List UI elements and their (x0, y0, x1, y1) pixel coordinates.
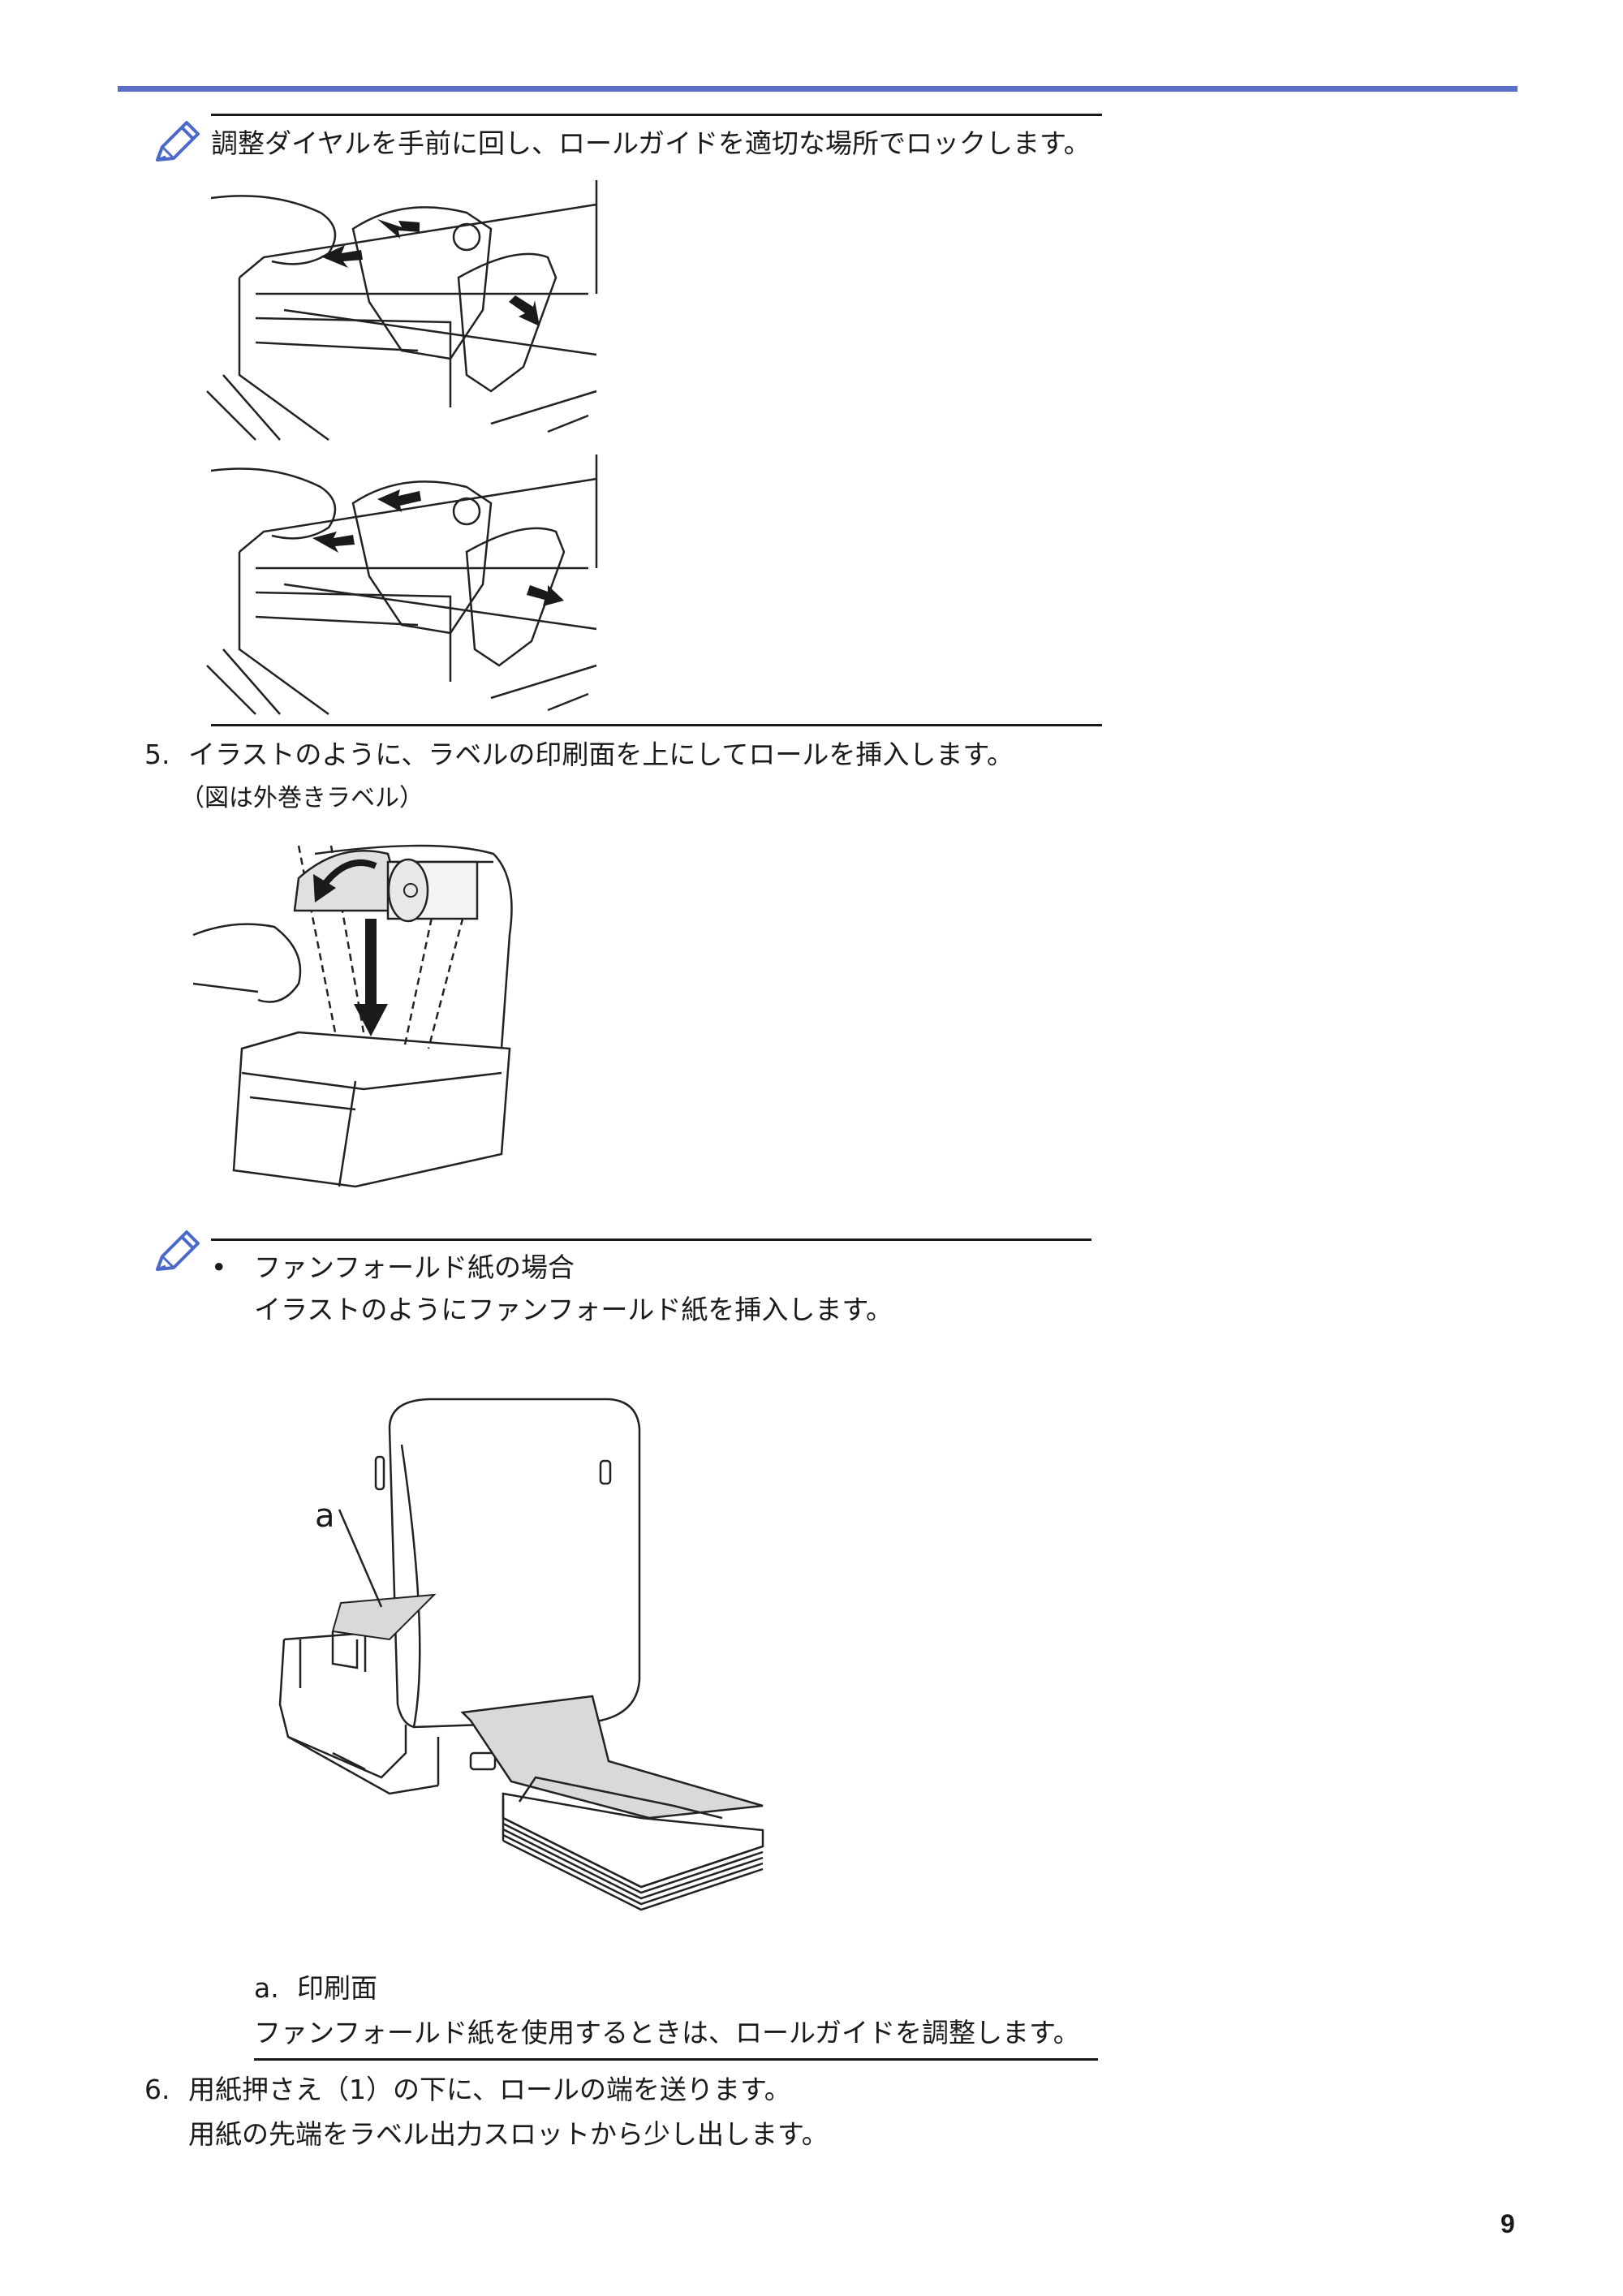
step-text: イラストのように、ラベルの印刷面を上にしてロールを挿入します。 (188, 739, 1014, 770)
pencil-icon (156, 1230, 200, 1271)
note-title: ファンフォールド紙の場合 (254, 1251, 575, 1283)
roll-guide-illustration-adjust (206, 454, 598, 716)
bullet: • (211, 1251, 227, 1283)
pencil-icon (156, 121, 200, 162)
header-rule (118, 86, 1518, 92)
step-text: 用紙の先端をラベル出力スロットから少し出します。 (188, 2118, 829, 2150)
step-text: 用紙押さえ（1）の下に、ロールの端を送ります。 (188, 2074, 791, 2105)
figure-label: a (315, 1497, 335, 1535)
note-rule (211, 1238, 1091, 1241)
legend-text: 印刷面 (297, 1972, 377, 2004)
step-number: 6. (144, 2074, 170, 2105)
step-number: 5. (144, 739, 170, 770)
fanfold-illustration (278, 1398, 764, 1911)
legend-marker: a. (254, 1972, 279, 2004)
note-text: イラストのようにファンフォールド紙を挿入します。 (254, 1294, 893, 1325)
page-number: 9 (1500, 2209, 1515, 2238)
note-rule (254, 2058, 1098, 2061)
note-rule (211, 114, 1102, 116)
figure-caption: （図は外巻きラベル） (180, 784, 424, 812)
note-text: 調整ダイヤルを手前に回し、ロールガイドを適切な場所でロックします。 (211, 127, 1091, 159)
note-text: ファンフォールド紙を使用するときは、ロールガイドを調整します。 (254, 2017, 1080, 2048)
roll-guide-illustration-lock (206, 180, 598, 442)
roll-insert-illustration (192, 844, 513, 1188)
section-rule (211, 724, 1102, 726)
